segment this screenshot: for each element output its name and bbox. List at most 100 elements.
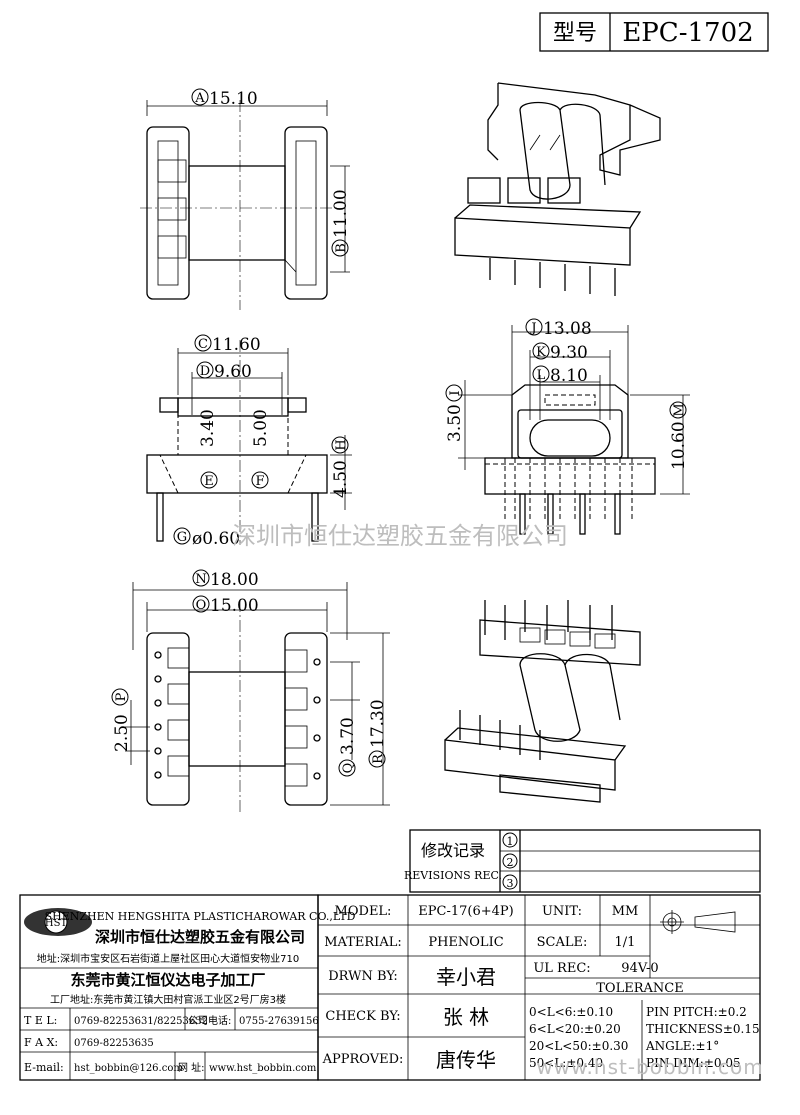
company-phone-value: 0755-27639156 xyxy=(239,1016,319,1027)
check-by-label: CHECK BY: xyxy=(325,1009,400,1024)
revision-mark-1: 1 xyxy=(507,835,514,848)
approved-value: 唐传华 xyxy=(436,1048,496,1072)
model-number: EPC-1702 xyxy=(622,18,753,48)
dim-J-tag: J xyxy=(529,321,536,336)
dim-E-tag: E xyxy=(204,474,214,489)
approved-label: APPROVED: xyxy=(322,1052,404,1067)
revisions-title-en: REVISIONS REC. xyxy=(404,869,502,882)
dim-D-value: 9.60 xyxy=(214,362,252,382)
dim-M-value: 10.60 xyxy=(669,421,689,470)
dim-Q-value: 3.70 xyxy=(338,717,358,755)
dim-G: G ø0.60 xyxy=(173,527,240,549)
dim-F-value: 5.00 xyxy=(251,409,271,447)
dim-C-value: 11.60 xyxy=(212,335,261,355)
unit-label: UNIT: xyxy=(542,904,582,919)
dim-N-tag: N xyxy=(195,572,206,587)
tol-left-4: 50<L:±0.40 xyxy=(529,1056,603,1070)
dim-Q-tag: Q xyxy=(341,763,356,774)
dim-B-value: 11.00 xyxy=(331,189,351,238)
dim-M: M xyxy=(669,401,687,419)
web-label: 网 址: xyxy=(178,1061,205,1074)
tolerance-label: TOLERANCE xyxy=(596,981,683,996)
dim-O: O 15.00 xyxy=(192,595,259,616)
dim-R-value: 17.30 xyxy=(368,699,388,748)
drawn-by-label: DRWN BY: xyxy=(328,969,397,984)
company-name-en: SHENZHEN HENGSHITA PLASTICHAROWAR CO.,LT… xyxy=(45,910,356,923)
material-value: PHENOLIC xyxy=(428,935,503,950)
scale-value: 1/1 xyxy=(615,935,636,950)
tol-left-2: 6<L<20:±0.20 xyxy=(529,1022,621,1036)
dim-L-value: 8.10 xyxy=(550,366,588,386)
dim-P-tag: P xyxy=(114,692,129,701)
dim-C-tag: C xyxy=(198,337,208,352)
dim-I-value: 3.50 xyxy=(445,404,465,442)
web-value: www.hst_bobbin.com xyxy=(209,1063,317,1074)
bottom-view xyxy=(125,582,390,815)
dim-H: H xyxy=(331,436,349,454)
dim-A: A 15.10 xyxy=(191,88,258,109)
dim-I-tag: I xyxy=(448,390,463,395)
dim-I: I xyxy=(445,384,463,402)
dim-O-value: 15.00 xyxy=(210,596,259,616)
material-label: MATERIAL: xyxy=(324,935,401,950)
tol-right-3: ANGLE:±1° xyxy=(645,1039,719,1053)
tol-right-1: PIN PITCH:±0.2 xyxy=(646,1005,747,1019)
dim-H-value: 4.50 xyxy=(331,460,351,498)
scale-label: SCALE: xyxy=(537,935,588,950)
dim-N: N 18.00 xyxy=(192,569,259,590)
title-block: 型号 EPC-1702 xyxy=(539,12,769,52)
dim-F-tag: F xyxy=(255,474,264,489)
dim-L: L 8.10 xyxy=(532,365,588,386)
type-label: 型号 xyxy=(553,21,597,46)
dim-D-tag: D xyxy=(200,364,210,379)
tel-label: T E L: xyxy=(24,1014,57,1027)
tol-left-1: 0<L<6:±0.10 xyxy=(529,1005,613,1019)
dim-K-value: 9.30 xyxy=(550,343,588,363)
top-view xyxy=(140,100,350,310)
dim-R-tag: R xyxy=(371,753,386,764)
side-view xyxy=(458,325,690,535)
email-label: E-mail: xyxy=(24,1061,64,1074)
email-value: hst_bobbin@126.com xyxy=(74,1063,183,1074)
watermark-url: www.hst-bobbin.com xyxy=(536,1055,763,1079)
company-name-cn: 深圳市恒仕达塑胶五金有限公司 xyxy=(95,928,305,946)
dim-M-tag: M xyxy=(672,403,687,416)
tol-left-3: 20<L<50:±0.30 xyxy=(529,1039,628,1053)
unit-value: MM xyxy=(612,904,639,919)
dim-J: J 13.08 xyxy=(525,318,592,339)
dim-K-tag: K xyxy=(536,345,546,360)
fax-value: 0769-82253635 xyxy=(74,1038,154,1049)
dim-C: C 11.60 xyxy=(194,334,261,355)
company-phone-label: 公司电话: xyxy=(188,1014,231,1027)
model-label: MODEL: xyxy=(335,904,392,919)
dim-N-value: 18.00 xyxy=(210,570,259,590)
dim-B-tag: B xyxy=(334,243,349,253)
check-by-value: 张 林 xyxy=(443,1005,489,1029)
dim-P-value: 2.50 xyxy=(112,714,132,752)
ul-rec-value: 94V-0 xyxy=(621,961,658,976)
dim-E: 3.40 E xyxy=(198,409,218,489)
ul-rec-label: UL REC: xyxy=(533,961,590,976)
dim-P: P xyxy=(111,688,129,706)
watermark-company: 深圳市恒仕达塑胶五金有限公司 xyxy=(232,522,568,550)
fax-label: F A X: xyxy=(24,1036,58,1049)
dim-R: R xyxy=(368,750,386,768)
tol-right-4: PIN DIM:±0.05 xyxy=(646,1056,741,1070)
drawn-by-value: 幸小君 xyxy=(436,965,496,989)
projection-symbol xyxy=(660,910,736,934)
dim-O-tag: O xyxy=(196,598,207,613)
revision-mark-3: 3 xyxy=(507,877,514,890)
factory-address: 工厂地址:东莞市黄江镇大田村官派工业区2号厂房3楼 xyxy=(50,993,286,1006)
model-value: EPC-17(6+4P) xyxy=(418,904,513,919)
dim-L-tag: L xyxy=(537,368,546,383)
logo-text: HST xyxy=(45,918,68,929)
dim-B: B 11.00 xyxy=(331,189,351,257)
tel-value: 0769-82253631/82253632 xyxy=(74,1016,208,1027)
company-address: 地址:深圳市宝安区石岩街道上屋社区田心大道恒安物业710 xyxy=(37,952,299,965)
company-logo: HST xyxy=(24,908,92,936)
dim-A-value: 15.10 xyxy=(209,89,258,109)
dim-A-tag: A xyxy=(194,91,205,106)
spec-table: MODEL: EPC-17(6+4P) UNIT: MM MATERIAL: P… xyxy=(317,894,761,1081)
front-view xyxy=(146,340,352,545)
iso-view-2 xyxy=(444,600,641,803)
